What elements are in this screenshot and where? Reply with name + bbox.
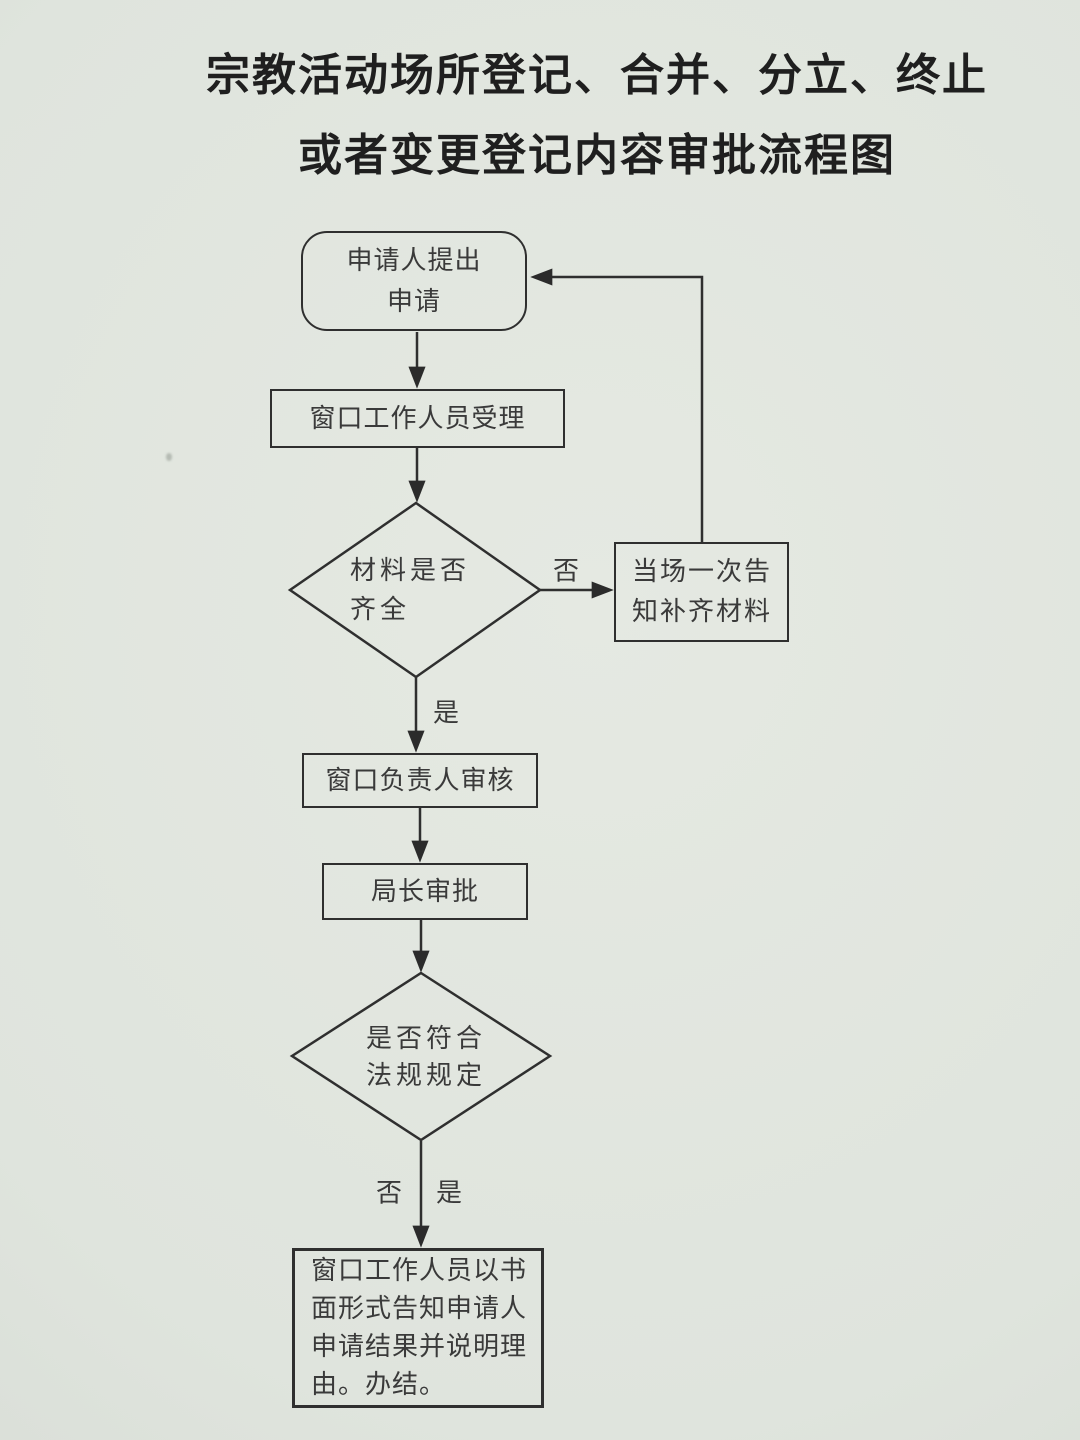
node-director-approval: 局长审批 xyxy=(322,863,528,920)
arrow-notify-back-to-start xyxy=(530,268,704,542)
node-accept: 窗口工作人员受理 xyxy=(270,389,565,448)
node-director-approval-label: 局长审批 xyxy=(370,877,479,906)
page-title-line1: 宗教活动场所登记、合并、分立、终止 xyxy=(206,51,988,100)
page-title: 宗教活动场所登记、合并、分立、终止 或者变更登记内容审批流程图 xyxy=(57,36,1080,196)
node-notify-label: 当场一次告 知补齐材料 xyxy=(632,557,773,626)
edge-label-compliance-no: 否 xyxy=(375,1178,403,1208)
node-result: 窗口工作人员以书 面形式告知申请人 申请结果并说明理 由。办结。 xyxy=(292,1248,544,1408)
paper-speck xyxy=(166,453,172,461)
node-accept-label: 窗口工作人员受理 xyxy=(309,404,526,433)
edge-label-compliance-yes: 是 xyxy=(435,1178,463,1208)
node-window-review-label: 窗口负责人审核 xyxy=(325,766,515,795)
edge-label-materials-no: 否 xyxy=(552,556,580,586)
node-check-compliance-label: 是否符合 法规规定 xyxy=(366,1024,487,1090)
node-result-label: 窗口工作人员以书 面形式告知申请人 申请结果并说明理 由。办结。 xyxy=(311,1256,528,1399)
node-start-label: 申请人提出 申请 xyxy=(346,246,482,316)
edge-label-materials-yes: 是 xyxy=(432,698,460,728)
node-check-materials-label: 材料是否 齐全 xyxy=(350,556,471,624)
node-start: 申请人提出 申请 xyxy=(301,231,527,331)
decision-compliance-shape xyxy=(289,971,553,1142)
node-notify: 当场一次告 知补齐材料 xyxy=(614,542,789,642)
page-title-line2: 或者变更登记内容审批流程图 xyxy=(298,131,896,180)
node-window-review: 窗口负责人审核 xyxy=(302,753,538,808)
